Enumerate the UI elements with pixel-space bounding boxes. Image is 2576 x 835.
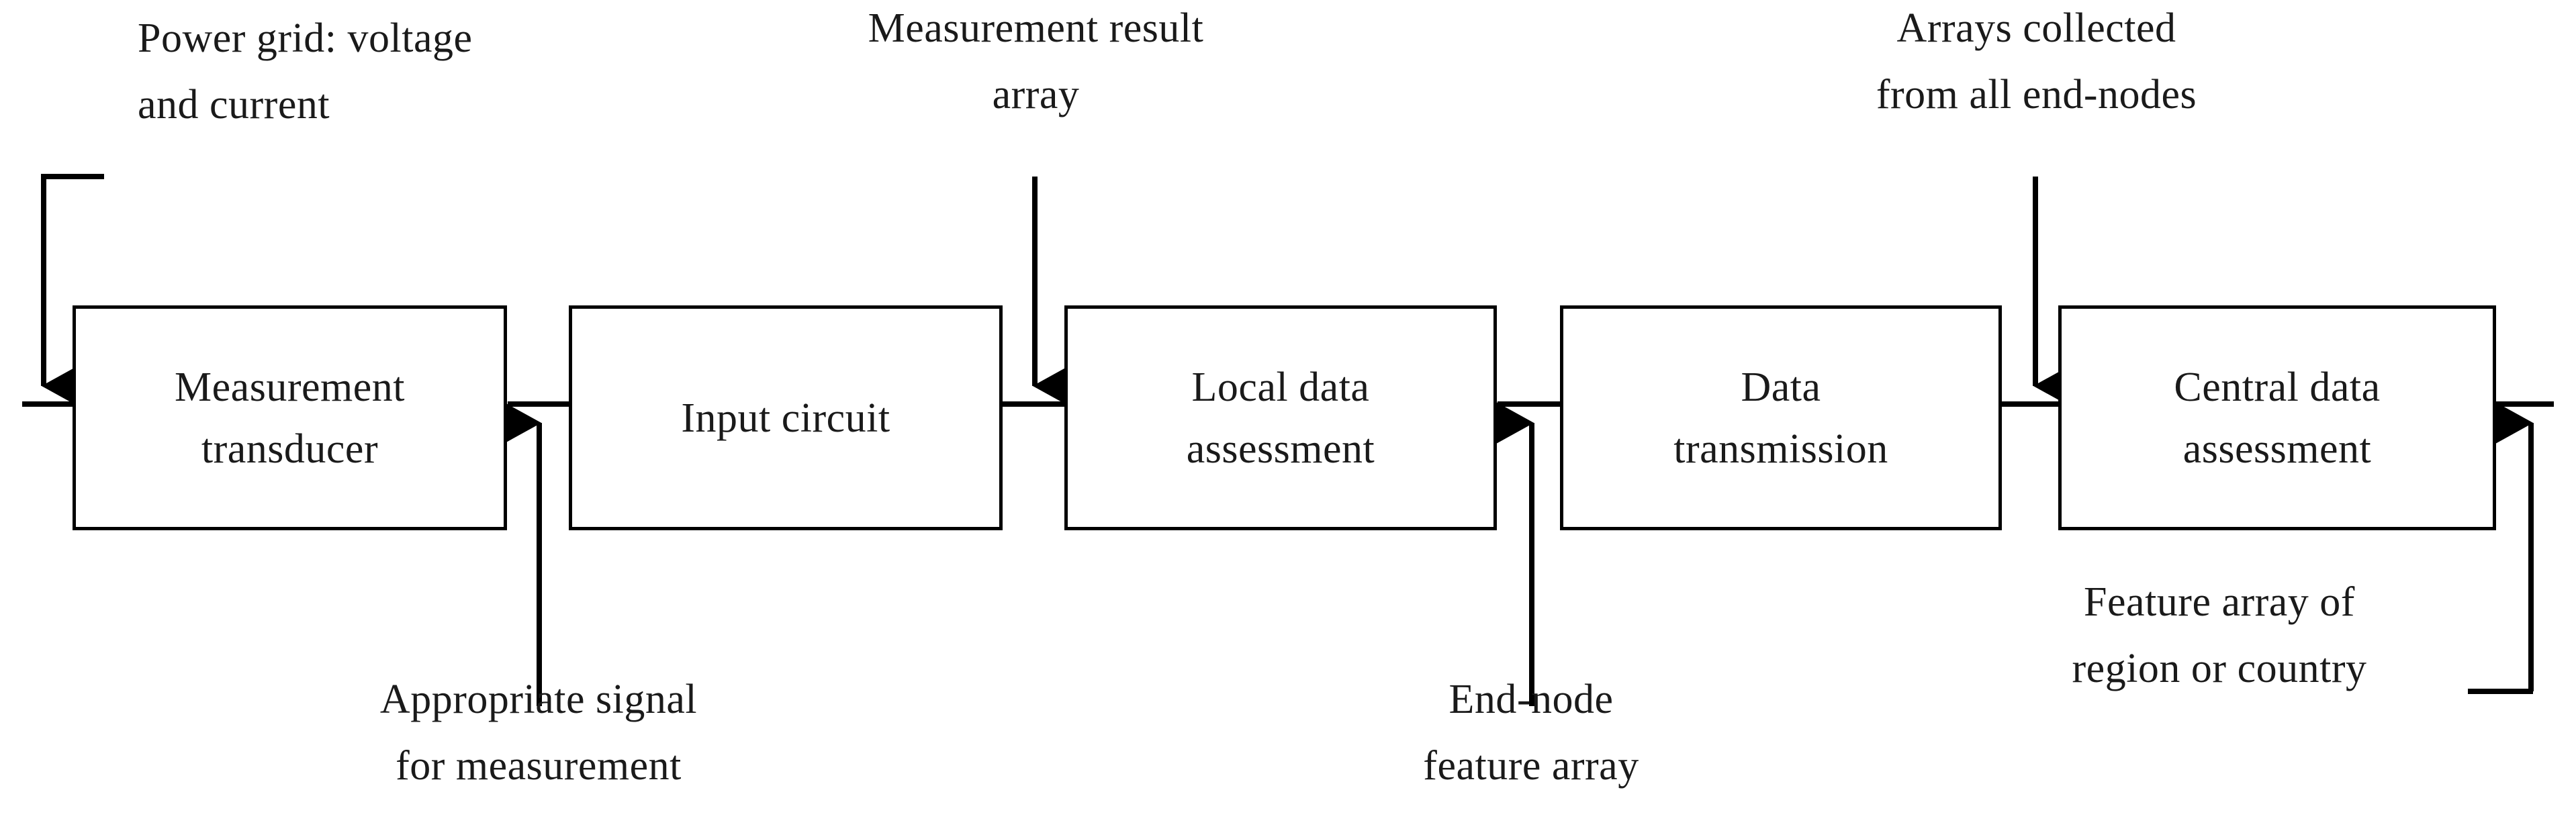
annotation-end-node-feature-array: End-node feature array: [1296, 677, 1766, 789]
arrow-feature-array-out: [2468, 400, 2554, 694]
annotation-line1: End-node: [1448, 677, 1614, 722]
annotation-line2: from all end-nodes: [1876, 72, 2197, 118]
block-label-line2: transducer: [201, 426, 379, 472]
annotation-feature-array-region: Feature array of region or country: [1978, 579, 2461, 692]
block-local-data-assessment[interactable]: Local data assessment: [1064, 305, 1497, 530]
arrow-end-node-feature-array: [1493, 400, 1563, 706]
annotation-appropriate-signal: Appropriate signal for measurement: [304, 677, 774, 789]
block-label-line1: Input circuit: [681, 395, 890, 441]
annotation-line2: for measurement: [396, 743, 682, 789]
block-label-line2: assessment: [2182, 426, 2372, 472]
block-input-circuit[interactable]: Input circuit: [569, 305, 1003, 530]
arrow-measurement-result-array: [1001, 177, 1074, 409]
block-label-line1: Local data: [1191, 364, 1370, 410]
annotation-measurement-result-array: Measurement result array: [776, 5, 1296, 118]
block-label-line1: Measurement: [175, 364, 405, 410]
arrow-arrays-collected: [2000, 177, 2074, 409]
annotation-power-grid: Power grid: voltage and current: [138, 15, 473, 128]
annotation-arrays-collected: Arrays collected from all end-nodes: [1776, 5, 2297, 118]
annotation-line1: Measurement result: [868, 5, 1204, 51]
annotation-line2: feature array: [1423, 743, 1639, 789]
block-label-line1: Data: [1741, 364, 1821, 410]
block-label-line2: assessment: [1186, 426, 1375, 472]
annotation-line1: Feature array of: [2084, 579, 2355, 625]
annotation-line2: region or country: [2072, 646, 2367, 692]
block-data-transmission[interactable]: Data transmission: [1560, 305, 2002, 530]
block-label-line2: transmission: [1673, 426, 1888, 472]
annotation-line1: Appropriate signal: [379, 677, 698, 722]
annotation-line2: and current: [138, 82, 330, 128]
block-label-line1: Central data: [2174, 364, 2381, 410]
annotation-line1: Arrays collected: [1896, 5, 2176, 51]
arrow-appropriate-signal: [500, 400, 571, 706]
arrow-power-grid-in: [22, 174, 104, 409]
annotation-line2: array: [992, 72, 1080, 118]
block-measurement-transducer[interactable]: Measurement transducer: [73, 305, 507, 530]
annotation-line1: Power grid: voltage: [138, 15, 473, 61]
block-central-data-assessment[interactable]: Central data assessment: [2058, 305, 2496, 530]
